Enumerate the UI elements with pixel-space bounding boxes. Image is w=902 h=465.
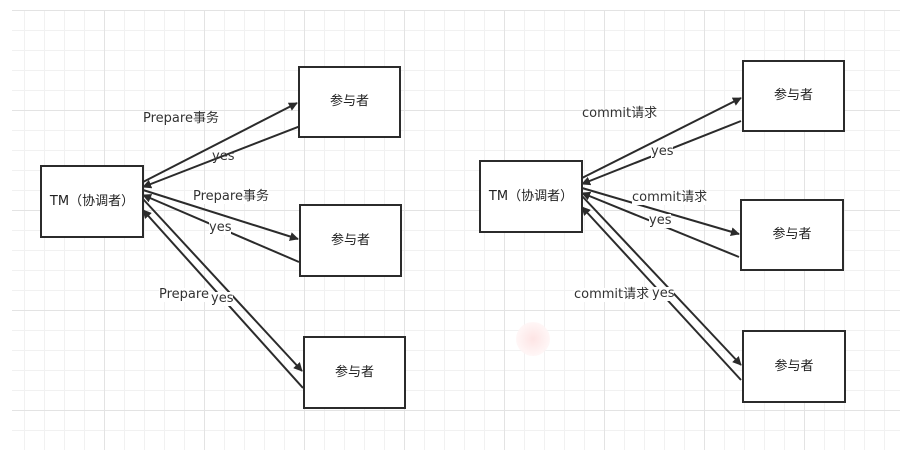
right-yes-label-2: yes [649,213,672,228]
right-commit-label-1: commit请求 [582,106,658,121]
left-prepare-arrow-1 [142,102,298,183]
left-yes-arrow-1 [142,124,304,189]
right-participant-box-1: 参与者 [742,60,845,132]
left-participant-label-1: 参与者 [329,94,369,109]
right-yes-label-1: yes [651,144,674,159]
right-commit-arrow-1 [581,97,742,179]
right-coordinator-label: TM（协调者） [488,188,574,204]
left-coordinator-box: TM（协调者） [40,165,144,238]
left-yes-label-3: yes [211,291,234,306]
left-participant-label-3: 参与者 [334,364,374,380]
left-prepare-label-1: Prepare事务 [143,111,219,126]
left-participant-box-3: 参与者 [303,336,406,409]
right-participant-box-3: 参与者 [742,330,846,403]
left-yes-label-1: yes [212,149,235,164]
right-participant-label-1: 参与者 [773,88,813,103]
right-commit-label-2: commit请求 [632,190,708,205]
left-prepare-arrow-2 [142,189,299,241]
right-yes-label-3: yes [652,286,675,301]
right-commit-arrow-2 [581,187,740,237]
left-coordinator-label: TM（协调者） [49,193,135,209]
left-prepare-arrow-3 [142,198,303,372]
left-prepare-label-3: Prepare [159,287,209,302]
left-yes-label-2: yes [209,220,232,235]
left-participant-box-2: 参与者 [299,204,402,277]
left-participant-label-2: 参与者 [330,232,370,248]
right-participant-label-2: 参与者 [772,227,812,242]
right-participant-label-3: 参与者 [774,358,814,374]
left-participant-box-1: 参与者 [298,66,401,138]
right-commit-label-3: commit请求 [574,287,650,302]
faint-highlight-spot [516,322,550,356]
right-coordinator-box: TM（协调者） [479,160,583,233]
right-participant-box-2: 参与者 [740,199,844,271]
left-prepare-label-2: Prepare事务 [193,189,269,204]
right-commit-arrow-3 [581,195,742,366]
